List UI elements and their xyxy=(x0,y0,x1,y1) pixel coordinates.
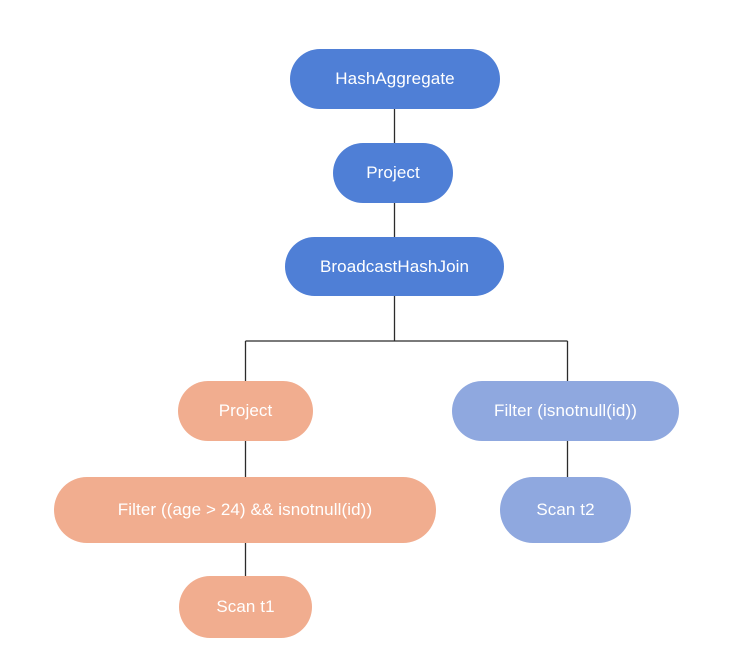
node-project-top: Project xyxy=(333,143,453,203)
node-filter-right-label: Filter (isnotnull(id)) xyxy=(494,401,637,420)
node-scan-t1-label: Scan t1 xyxy=(216,597,275,616)
node-broadcast-hash-join: BroadcastHashJoin xyxy=(285,237,504,296)
node-hash-aggregate: HashAggregate xyxy=(290,49,500,109)
node-project-left: Project xyxy=(178,381,313,441)
node-filter-left-label: Filter ((age > 24) && isnotnull(id)) xyxy=(117,500,373,519)
node-scan-t1: Scan t1 xyxy=(179,576,312,638)
node-scan-t2-label: Scan t2 xyxy=(536,500,595,519)
node-broadcast-hash-join-label: BroadcastHashJoin xyxy=(319,256,470,276)
node-hash-aggregate-label: HashAggregate xyxy=(335,69,455,88)
node-filter-left: Filter ((age > 24) && isnotnull(id)) xyxy=(54,477,436,543)
node-project-left-label: Project xyxy=(218,401,273,420)
node-scan-t2: Scan t2 xyxy=(500,477,631,543)
node-filter-right: Filter (isnotnull(id)) xyxy=(452,381,679,441)
node-project-top-label: Project xyxy=(366,163,420,182)
